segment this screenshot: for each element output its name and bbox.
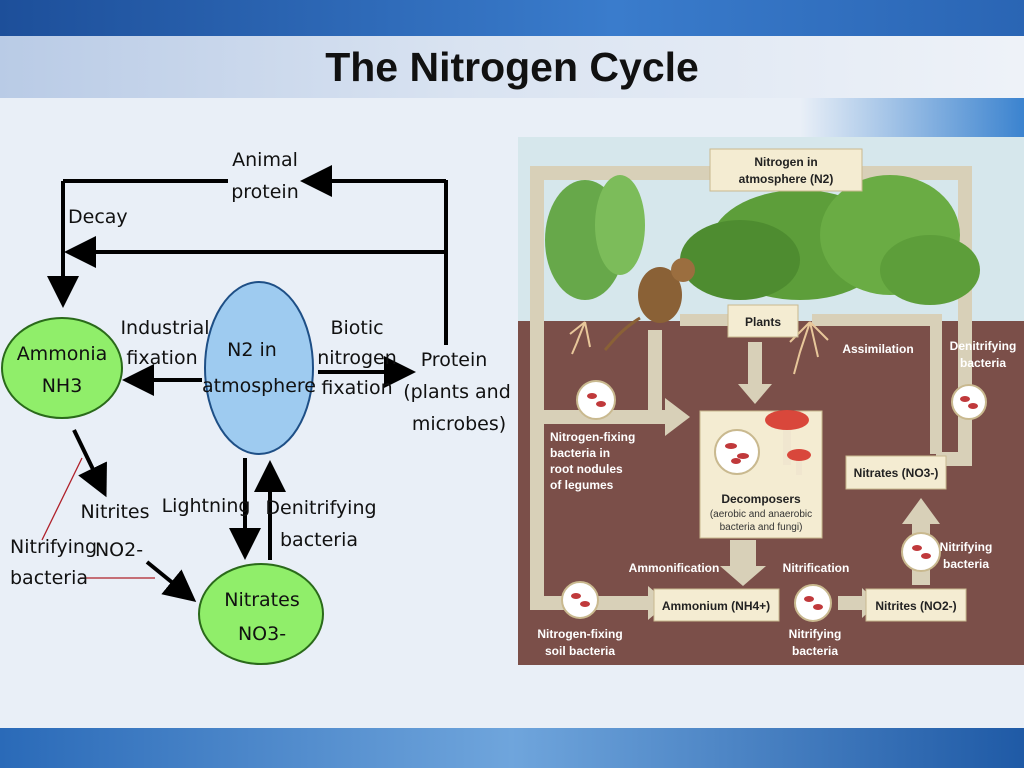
left-nitrogen-diagram: Animal protein Decay Ammonia NH3 Industr…	[1, 149, 511, 665]
ammonification-label: Ammonification	[629, 561, 720, 575]
nitrates-box-label: Nitrates (NO3-)	[854, 466, 939, 480]
nitrifying-lower-2: bacteria	[792, 644, 838, 658]
nitrification-label: Nitrification	[783, 561, 850, 575]
no2-label: NO2-	[95, 539, 143, 561]
plants-illustration	[545, 175, 980, 305]
denitrifying-label: Denitrifying	[265, 497, 376, 519]
ammonium-box-label: Ammonium (NH4+)	[662, 599, 770, 613]
ammonium-box	[653, 588, 780, 622]
ammonia-node	[1, 317, 123, 419]
biotic-nitrogen-label: nitrogen	[317, 347, 397, 369]
industrial-label: Industrial	[120, 317, 209, 339]
plants-box	[727, 304, 799, 338]
header-bar	[0, 0, 1024, 36]
nitrifying-upper-2: bacteria	[943, 557, 989, 571]
title-band	[0, 36, 1024, 98]
decay-label: Decay	[68, 206, 128, 228]
fixing-nodules-2: bacteria in	[550, 446, 610, 460]
bacteria-dots	[571, 393, 978, 610]
soil-bacteria-1: Nitrogen-fixing	[537, 627, 622, 641]
denitrifying-bacteria-label: bacteria	[960, 356, 1006, 370]
plants-label: Plants	[745, 315, 781, 329]
ammonia-to-nitrites-arrow	[72, 429, 107, 498]
fixing-nodules-1: Nitrogen-fixing	[550, 430, 635, 444]
animal-protein-label-2: protein	[231, 181, 299, 203]
n2-label: N2 in	[227, 339, 277, 361]
nitrifying-upper-1: Nitrifying	[940, 540, 993, 554]
lightning-label: Lightning	[162, 495, 251, 517]
fixing-nodules-3: root nodules	[550, 462, 623, 476]
nitrifying-bacteria-label: bacteria	[10, 567, 88, 589]
n2-node	[204, 281, 314, 455]
roots-illustration	[569, 321, 829, 375]
footer-band	[0, 700, 1024, 728]
nitrites-box-label: Nitrites (NO2-)	[875, 599, 956, 613]
nitrifying-label: Nitrifying	[10, 536, 97, 558]
decomposers-sub-1: (aerobic and anaerobic	[710, 509, 812, 520]
nitrites-box	[865, 588, 967, 622]
denitrifying-label: Denitrifying	[950, 339, 1017, 353]
decomposers-sub-2: bacteria and fungi)	[720, 522, 803, 533]
nitrates-box	[845, 455, 947, 490]
atmosphere-label: atmosphere	[202, 375, 316, 397]
animal-protein-label: Animal	[232, 149, 298, 171]
rodent-illustration	[603, 258, 695, 352]
n2-box-line1: Nitrogen in	[754, 155, 817, 169]
denitrifying-bacteria-label: bacteria	[280, 529, 358, 551]
ammonia-label: Ammonia	[17, 343, 108, 365]
nitrifying-pointer-1	[41, 457, 83, 541]
fixing-nodules-4: of legumes	[550, 478, 614, 492]
soil-bacteria-2: soil bacteria	[545, 644, 615, 658]
n2-box	[709, 148, 863, 192]
assimilation-label: Assimilation	[842, 342, 913, 356]
right-nitrogen-illustration: Nitrogen in atmosphere (N2) Plants Assim…	[518, 137, 1024, 665]
industrial-fixation-label: fixation	[126, 347, 197, 369]
page-title: The Nitrogen Cycle	[325, 44, 699, 90]
no3-label: NO3-	[238, 623, 286, 645]
nh3-label: NH3	[42, 375, 83, 397]
biotic-fixation-label: fixation	[321, 377, 392, 399]
n2-box-line2: atmosphere (N2)	[739, 172, 834, 186]
biotic-label: Biotic	[330, 317, 383, 339]
nitrites-to-nitrates-arrow	[145, 560, 197, 603]
bacteria-icons	[561, 380, 987, 622]
decomposers-label: Decomposers	[721, 492, 801, 506]
nitrites-label: Nitrites	[80, 501, 149, 523]
mushroom-icon	[765, 410, 811, 475]
nitrates-label: Nitrates	[224, 589, 299, 611]
protein-label: Protein	[421, 349, 488, 371]
protein-plants-label: (plants and	[403, 381, 511, 403]
protein-microbes-label: microbes)	[412, 413, 506, 435]
nitrifying-lower-1: Nitrifying	[789, 627, 842, 641]
decay-arrows	[47, 165, 448, 345]
decorative-swoosh	[800, 98, 1024, 138]
nitrates-node	[198, 563, 324, 665]
